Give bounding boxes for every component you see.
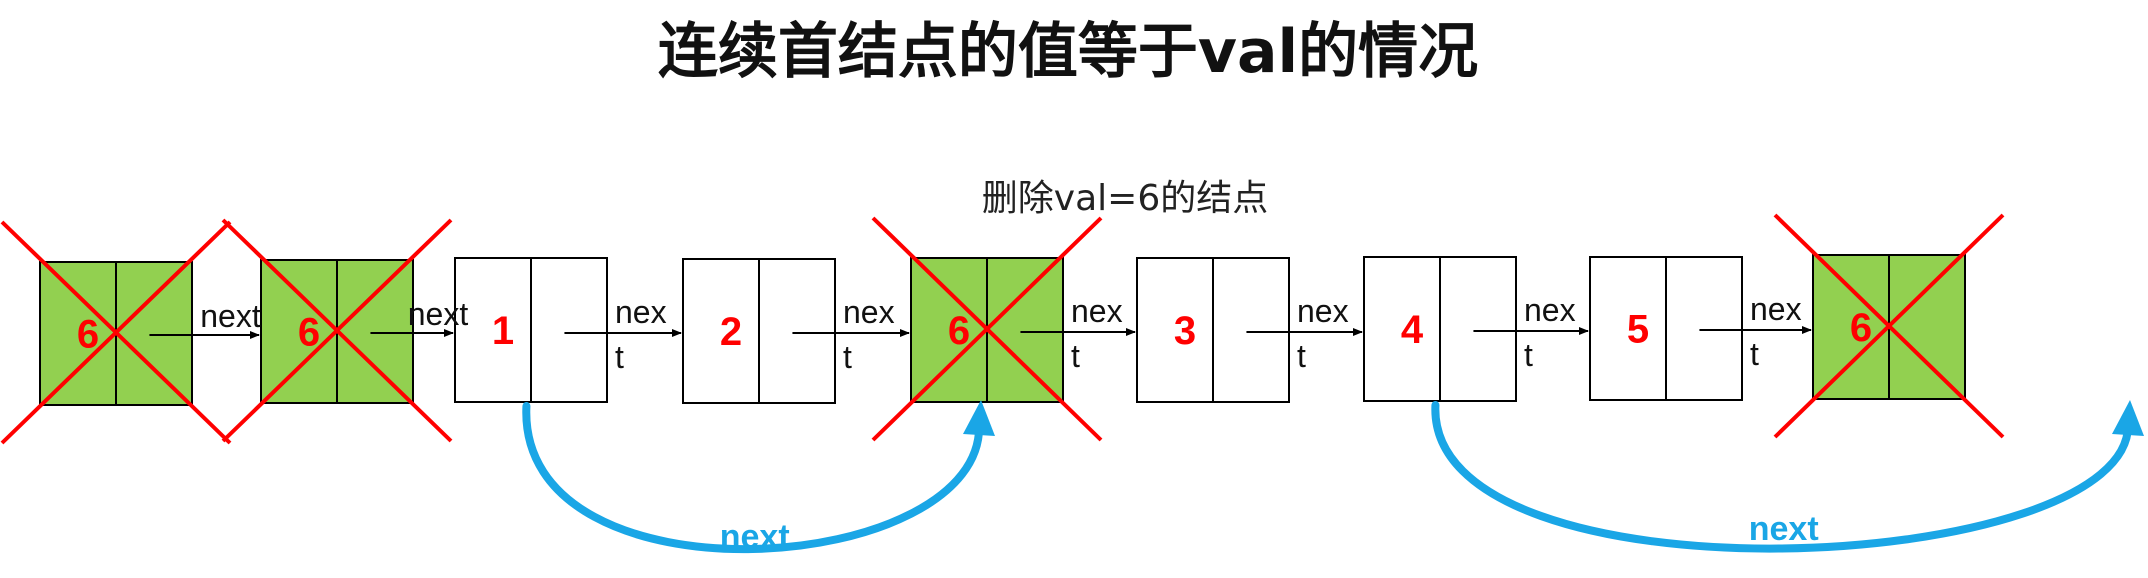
pointer-label: nex <box>1750 291 1802 327</box>
diagram-subtitle: 删除val=6的结点 <box>982 178 1268 219</box>
list-node-4: 2 <box>682 258 836 404</box>
next-pointer-1: next <box>149 298 261 339</box>
pointer-label: nex <box>1524 292 1576 328</box>
pointer-label: t <box>615 339 624 375</box>
nodes-layer: 6 6 1 2 6 3 4 5 6 <box>39 254 1966 406</box>
next-pointer-5: nex t <box>1020 293 1136 374</box>
cross-stroke <box>221 218 453 443</box>
node-value: 6 <box>77 313 99 357</box>
bypass-curve <box>1431 401 2133 553</box>
next-pointer-8: nex t <box>1699 291 1812 372</box>
delete-cross <box>221 218 453 443</box>
bypass-label: next <box>1749 510 1819 548</box>
pointer-label: t <box>1071 338 1080 374</box>
cross-stroke <box>1773 213 2005 439</box>
pointer-label: t <box>843 339 852 375</box>
delete-cross <box>0 220 232 445</box>
bypass-arrow-1: next <box>522 400 995 556</box>
bypass-label: next <box>720 518 790 556</box>
delete-cross <box>1773 213 2005 439</box>
next-pointer-2: next <box>370 296 469 337</box>
next-pointer-4: nex t <box>792 294 910 375</box>
next-pointer-7: nex t <box>1473 292 1589 373</box>
list-node-8: 5 <box>1589 256 1743 401</box>
bypass-layer: next next <box>522 400 2144 556</box>
pointer-label: next <box>200 298 261 334</box>
node-value: 6 <box>298 311 320 355</box>
bypass-arrow-head <box>2112 400 2144 436</box>
pointer-label: t <box>1297 338 1306 374</box>
list-node-3: 1 <box>454 257 608 403</box>
node-value: 2 <box>720 310 742 354</box>
pointer-label: nex <box>615 294 667 330</box>
cross-stroke <box>871 216 1103 442</box>
node-value: 3 <box>1174 309 1196 353</box>
cross-stroke <box>0 220 232 445</box>
next-pointer-6: nex t <box>1246 293 1363 374</box>
diagram-title: 连续首结点的值等于val的情况 <box>658 17 1478 87</box>
node-value: 5 <box>1627 308 1649 352</box>
delete-cross <box>871 216 1103 442</box>
node-value: 4 <box>1401 308 1424 352</box>
pointer-label: t <box>1750 336 1759 372</box>
node-value: 6 <box>1850 306 1872 350</box>
node-value: 6 <box>948 309 970 353</box>
pointer-label: t <box>1524 337 1533 373</box>
bypass-arrow-head <box>963 400 995 436</box>
node-value: 1 <box>492 309 514 353</box>
list-node-7: 4 <box>1363 256 1517 402</box>
crosses-layer <box>0 213 2005 445</box>
bypass-arrow-2: next <box>1431 400 2144 553</box>
list-node-6: 3 <box>1136 257 1290 403</box>
pointer-label: nex <box>1071 293 1123 329</box>
bypass-curve <box>522 402 984 554</box>
pointer-label: nex <box>843 294 895 330</box>
pointer-label: nex <box>1297 293 1349 329</box>
pointer-label: next <box>408 296 469 332</box>
next-pointer-3: nex t <box>564 294 682 375</box>
